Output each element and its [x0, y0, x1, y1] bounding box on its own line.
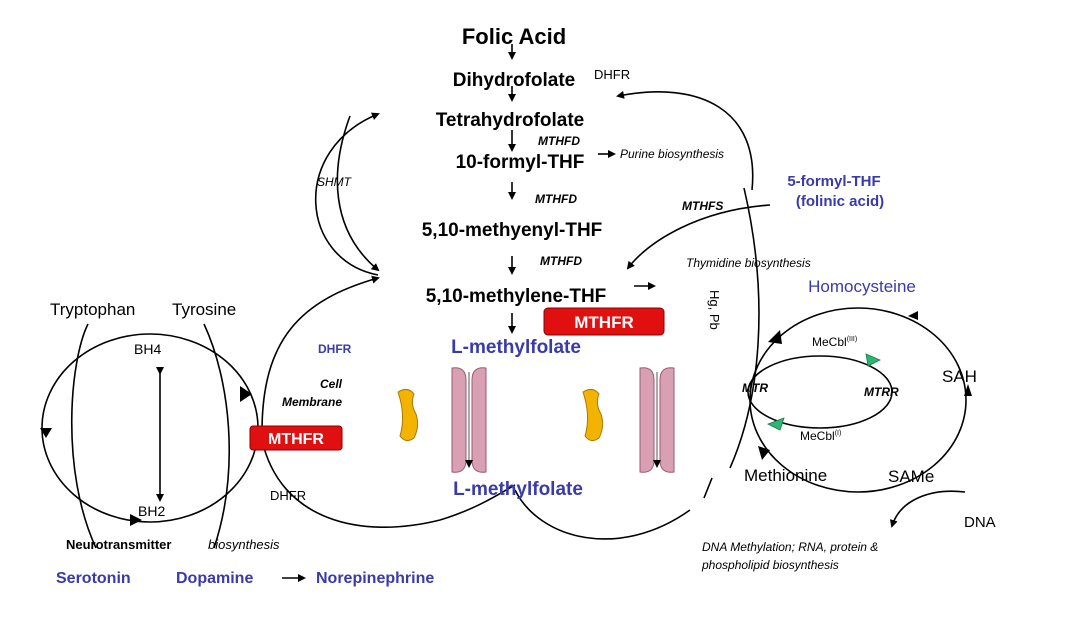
- enzyme-mecbl-iii: MeCbl(III): [812, 335, 857, 349]
- annotation-dna-methylation-line1: DNA Methylation; RNA, protein &: [702, 540, 878, 554]
- annotation-thymidine-biosynthesis: Thymidine biosynthesis: [686, 256, 811, 270]
- enzyme-dhfr-mid: DHFR: [318, 342, 352, 356]
- node-tryptophan: Tryptophan: [50, 300, 135, 319]
- node-neurotransmitter: Neurotransmitter: [66, 537, 171, 552]
- triangle-marker-top: [865, 353, 881, 367]
- dna-methylation-curve: [889, 490, 966, 528]
- dhfr-top-arc: [616, 90, 754, 191]
- enzyme-mecbl-i: MeCbl(I): [800, 429, 841, 443]
- cell-membrane: [347, 367, 729, 473]
- bottom-mid-curve: [514, 489, 691, 540]
- enzyme-mthfd-3: MTHFD: [540, 254, 582, 268]
- enzyme-dhfr-bottom: DHFR: [270, 488, 306, 503]
- node-biosynthesis: biosynthesis: [208, 537, 280, 552]
- bottom-left-curve: [261, 439, 516, 528]
- methionine-cycle: [749, 307, 967, 493]
- node-methylene-thf: 5,10-methylene-THF: [426, 286, 607, 307]
- tyrosine-curve: [203, 323, 230, 549]
- node-tyrosine: Tyrosine: [172, 300, 236, 319]
- node-l-methylfolate-bottom: L-methylfolate: [453, 479, 583, 500]
- pathway-curves: [40, 90, 972, 582]
- enzyme-shmt: SHMT: [317, 175, 353, 189]
- node-l-methylfolate-top: L-methylfolate: [451, 337, 581, 358]
- node-methionine: Methionine: [744, 466, 827, 485]
- node-methenyl-thf: 5,10-methyenyl-THF: [422, 220, 603, 241]
- enzyme-mtrr: MTRR: [864, 385, 899, 399]
- node-folinic-acid: (folinic acid): [796, 193, 884, 210]
- node-tetrahydrofolate: Tetrahydrofolate: [436, 110, 585, 131]
- bottom-dash: [703, 477, 713, 499]
- annotation-membrane: Membrane: [282, 395, 342, 409]
- mthfr-box-center: MTHFR: [543, 307, 665, 336]
- node-bh2: BH2: [138, 503, 165, 519]
- mthfs-curve: [626, 204, 771, 270]
- annotation-cell: Cell: [320, 377, 343, 391]
- pathway-arrows: [508, 44, 656, 334]
- mtr-mtrr-cycle: [747, 355, 893, 429]
- enzyme-mthfs: MTHFS: [682, 199, 723, 213]
- bh4-cycle: [41, 333, 259, 523]
- mthfr-box-left: MTHFR: [249, 425, 343, 451]
- triangle-marker-bottom: [767, 417, 785, 431]
- sah-arrowhead: [964, 384, 972, 396]
- node-norepinephrine: Norepinephrine: [316, 570, 434, 587]
- enzyme-mtr: MTR: [742, 381, 768, 395]
- annotation-dna-methylation-line2: phospholipid biosynthesis: [701, 558, 839, 572]
- enzyme-mthfd-2: MTHFD: [535, 192, 577, 206]
- channel-protein-right: [639, 367, 675, 473]
- carrier-protein-left: [397, 388, 419, 442]
- mthfr-center-label: MTHFR: [574, 313, 633, 332]
- tryptophan-curve: [70, 323, 97, 549]
- node-folic-acid: Folic Acid: [462, 24, 566, 49]
- node-sah: SAH: [942, 367, 977, 386]
- node-bh4: BH4: [134, 341, 161, 357]
- annotation-hg-pb: Hg, Pb: [707, 290, 722, 330]
- enzyme-dhfr-top: DHFR: [594, 67, 630, 82]
- enzyme-mthfd-1: MTHFD: [538, 134, 580, 148]
- node-dna: DNA: [964, 514, 996, 531]
- node-same: SAMe: [888, 467, 934, 486]
- node-serotonin: Serotonin: [56, 570, 131, 587]
- dhfr-recycle-curve: [261, 275, 380, 433]
- shmt-curve-return: [336, 115, 380, 272]
- node-homocysteine: Homocysteine: [808, 277, 916, 296]
- carrier-protein-right: [582, 388, 604, 442]
- annotation-purine-biosynthesis: Purine biosynthesis: [620, 147, 724, 161]
- shmt-curve: [314, 112, 380, 276]
- mthfr-left-label: MTHFR: [268, 431, 324, 448]
- node-dihydrofolate: Dihydrofolate: [453, 70, 575, 91]
- node-dopamine: Dopamine: [176, 570, 253, 587]
- node-5-formyl-thf: 5-formyl-THF: [787, 173, 880, 190]
- node-10-formyl-thf: 10-formyl-THF: [456, 152, 585, 173]
- hgpb-curve: [729, 187, 760, 469]
- channel-protein-left: [451, 367, 487, 473]
